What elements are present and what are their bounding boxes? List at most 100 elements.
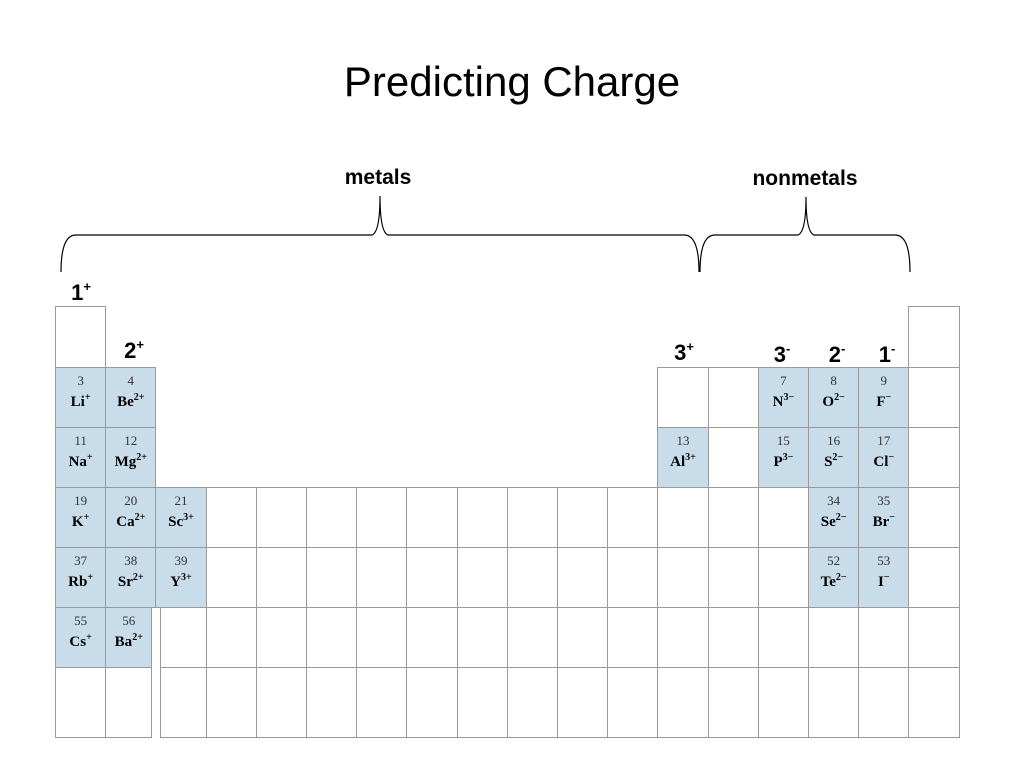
atomic-number: 56 (122, 613, 136, 628)
element-ion: Na+ (56, 448, 105, 472)
empty-cell (456, 487, 508, 548)
empty-cell (908, 427, 960, 488)
element-ion: Cl− (859, 448, 908, 472)
element-symbol: Al (670, 454, 686, 470)
empty-cell (557, 667, 609, 738)
element-symbol: Te (820, 574, 836, 590)
atomic-number: 38 (124, 553, 138, 568)
atomic-number: 12 (124, 433, 138, 448)
charge-group-16-sign: - (840, 341, 846, 356)
empty-cell (808, 667, 860, 738)
ion-charge: − (889, 512, 895, 523)
empty-cell (908, 547, 960, 608)
empty-cell (607, 487, 659, 548)
empty-cell (205, 487, 257, 548)
charge-group-2-sign: + (136, 337, 144, 352)
element-ion: Se2− (809, 508, 858, 532)
element-symbol: K (71, 514, 84, 530)
empty-cell (205, 547, 257, 608)
empty-cell (356, 487, 408, 548)
element-ion: Y3+ (156, 568, 205, 592)
empty-cell (707, 427, 759, 488)
element-symbol: Be (117, 394, 134, 410)
empty-cell (607, 547, 659, 608)
atomic-number: 21 (174, 493, 188, 508)
element-ion: Ba2+ (106, 628, 151, 652)
element-ion: F− (859, 388, 908, 412)
element-symbol: Li (70, 394, 85, 410)
empty-cell (306, 547, 358, 608)
empty-cell (707, 667, 759, 738)
empty-cell (356, 607, 408, 668)
empty-cell (657, 547, 709, 608)
empty-cell (657, 667, 709, 738)
ion-charge: − (885, 392, 892, 403)
element-symbol: Sc (168, 514, 184, 530)
ion-charge: 2+ (134, 512, 146, 523)
metals-label: metals (344, 166, 412, 189)
atomic-number: 34 (827, 493, 841, 508)
ion-charge: 2+ (132, 632, 143, 643)
empty-cell (356, 547, 408, 608)
element-symbol: Mg (114, 454, 137, 470)
ion-charge: 2+ (133, 392, 145, 403)
empty-cell (858, 667, 910, 738)
element-ion: Br− (859, 508, 908, 532)
element-symbol: I (878, 574, 884, 590)
empty-cell (506, 547, 558, 608)
charge-group-13-sign: + (686, 339, 694, 354)
charge-group-17-value: 1 (878, 342, 891, 367)
empty-cell (456, 547, 508, 608)
ion-charge: 2− (832, 452, 844, 463)
charge-group-15: 3- (757, 341, 807, 368)
ion-charge: 3+ (685, 452, 696, 463)
empty-cell (808, 607, 860, 668)
empty-cell (657, 607, 709, 668)
element-symbol: Na (68, 454, 87, 470)
element-symbol: S (824, 454, 833, 470)
element-ion: Ca2+ (106, 508, 155, 532)
empty-cell (506, 667, 558, 738)
ion-charge: − (888, 452, 895, 463)
ion-charge: + (86, 632, 92, 643)
atomic-number: 20 (124, 493, 138, 508)
charge-group-1-sign: + (83, 279, 91, 294)
ion-charge: 3− (782, 452, 794, 463)
empty-cell (55, 306, 107, 368)
empty-cell (858, 607, 910, 668)
charge-group-16-value: 2 (828, 342, 841, 367)
atomic-number: 53 (877, 553, 891, 568)
empty-cell (205, 607, 257, 668)
empty-cell (406, 667, 458, 738)
empty-cell (908, 607, 960, 668)
ion-charge: + (86, 452, 93, 463)
charge-group-2: 2+ (109, 337, 159, 364)
empty-cell (356, 667, 408, 738)
empty-cell (908, 306, 960, 368)
empty-cell (255, 667, 307, 738)
empty-cell (255, 547, 307, 608)
empty-cell (160, 607, 207, 668)
ion-charge: 2+ (136, 452, 147, 463)
empty-cell (757, 547, 809, 608)
ion-charge: + (84, 392, 91, 403)
element-ion: Cs+ (56, 628, 105, 652)
element-ion: Mg2+ (106, 448, 155, 472)
empty-cell (55, 667, 107, 738)
ion-charge: 3+ (183, 512, 194, 523)
element-symbol: Cl (873, 454, 889, 470)
element-ion: Sc3+ (156, 508, 205, 532)
ion-charge: 2− (835, 572, 847, 583)
